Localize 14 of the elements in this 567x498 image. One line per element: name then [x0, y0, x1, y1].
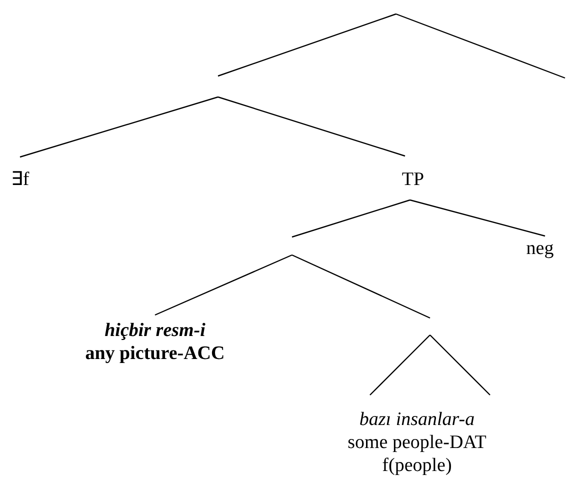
- tree-branch: [370, 334, 430, 396]
- tree-branch: [20, 96, 218, 158]
- tree-branch: [292, 199, 410, 238]
- node-label: bazı insanlar-a: [359, 408, 475, 431]
- tree-branch: [410, 199, 546, 237]
- tree-branch: [218, 96, 406, 157]
- node-label: hiçbir resm-i: [104, 319, 206, 342]
- node-label: any picture-ACC: [85, 342, 225, 365]
- node-label: neg: [526, 237, 554, 260]
- node-label: f(people): [382, 454, 452, 477]
- node-label: some people-DAT: [348, 431, 486, 454]
- node-label: ∃f: [10, 168, 30, 191]
- tree-branch: [154, 254, 292, 316]
- node-label: TP: [402, 168, 424, 191]
